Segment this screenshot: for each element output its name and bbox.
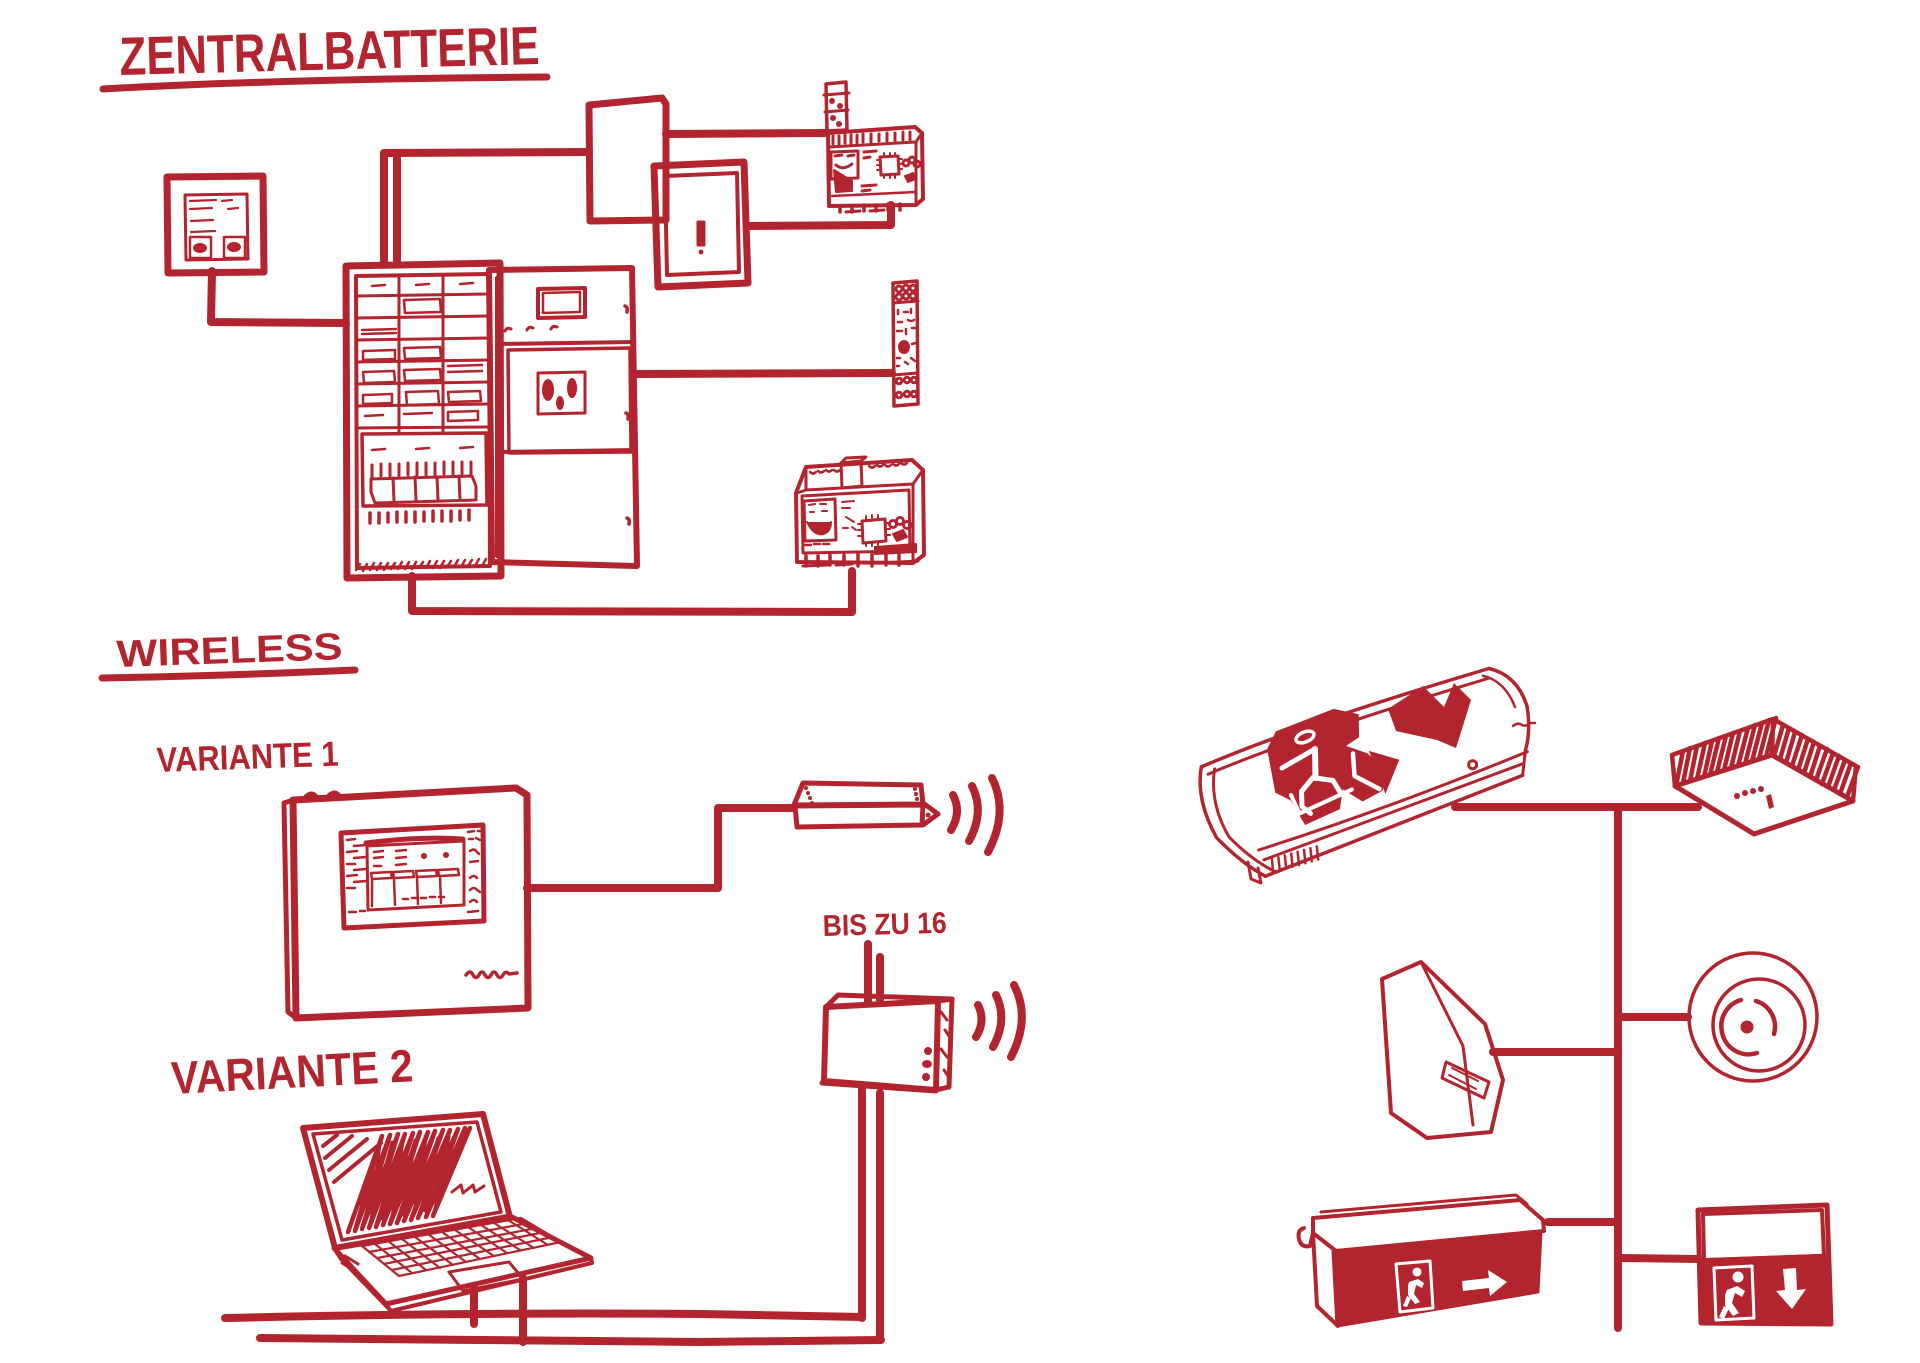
svg-text:VARIANTE 1: VARIANTE 1 — [156, 735, 339, 780]
svg-text:VARIANTE 2: VARIANTE 2 — [170, 1039, 414, 1104]
svg-text:BIS ZU 16: BIS ZU 16 — [822, 907, 947, 943]
svg-text:WIRELESS: WIRELESS — [116, 626, 343, 676]
